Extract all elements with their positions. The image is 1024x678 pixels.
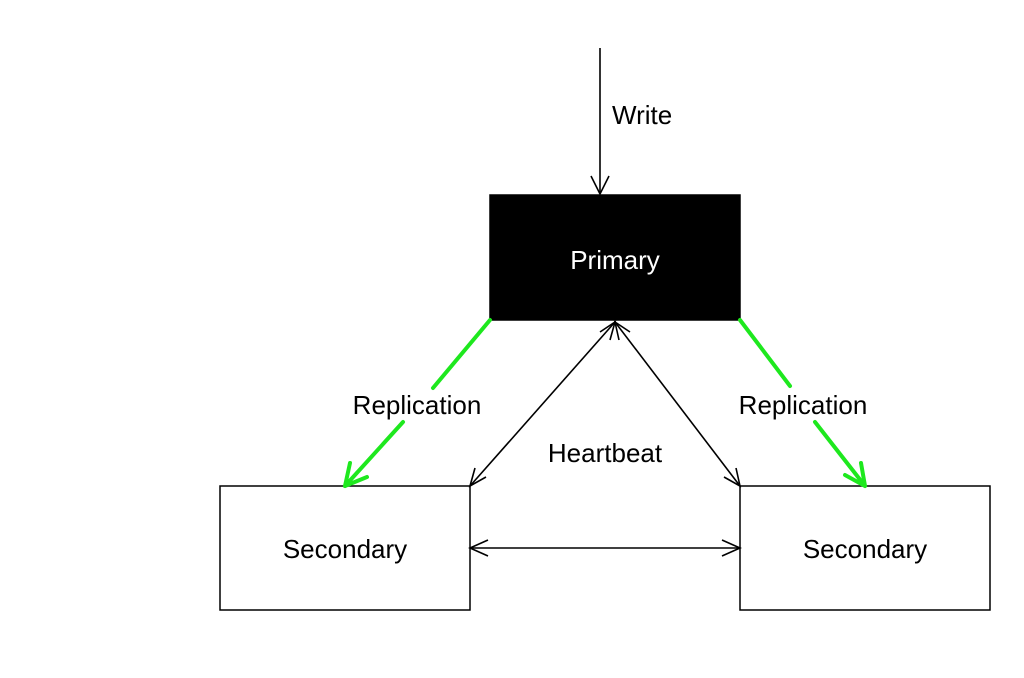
heartbeat-label: Heartbeat (548, 438, 663, 468)
replication-label-left: Replication (353, 390, 482, 420)
heartbeat-arrow-right (613, 320, 742, 488)
write-arrow (590, 48, 610, 196)
secondary-node-left: Secondary (219, 485, 471, 611)
secondary-node-right: Secondary (739, 485, 991, 611)
replication-arrow-left (343, 318, 492, 488)
secondary-label-right: Secondary (803, 534, 927, 564)
write-label: Write (612, 100, 672, 130)
replication-arrow-right (738, 318, 867, 488)
primary-node: Primary (489, 194, 741, 321)
primary-box (489, 194, 741, 321)
replication-label-right: Replication (739, 390, 868, 420)
secondary-label-left: Secondary (283, 534, 407, 564)
heartbeat-arrow-bottom (468, 539, 742, 557)
secondary-box-left (219, 485, 471, 611)
primary-label: Primary (570, 245, 660, 275)
